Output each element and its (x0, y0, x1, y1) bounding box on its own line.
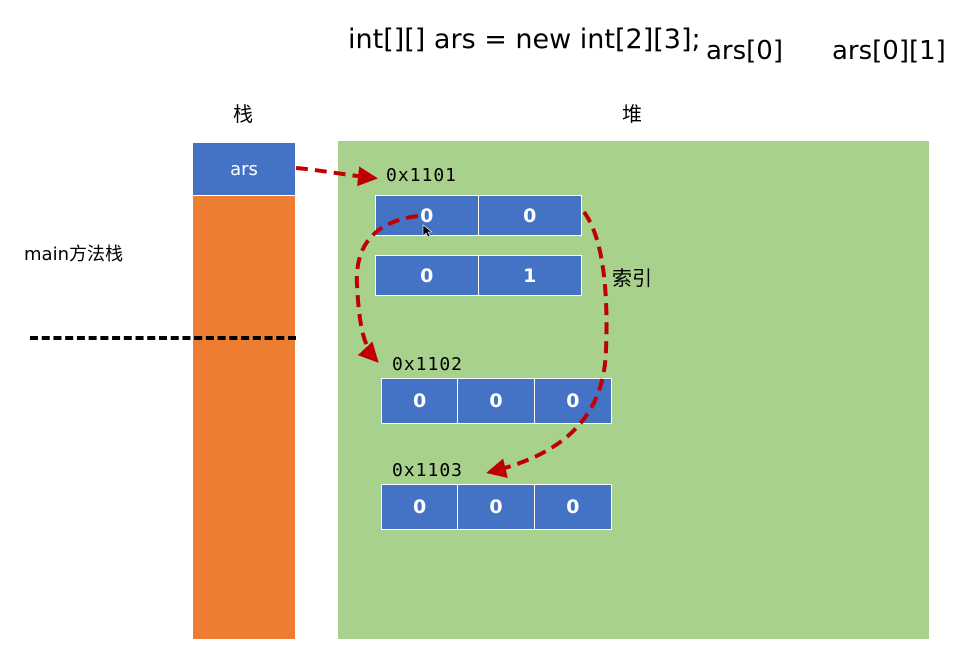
inner-array-1-address: 0x1102 (392, 354, 464, 375)
stack-frame-divider (30, 336, 296, 340)
code-line: int[][] ars = new int[2][3]; (348, 24, 701, 55)
outer-row1-cell0: 0 (376, 256, 479, 295)
main-stack-label: main方法栈 (24, 244, 123, 265)
arrow-row1-to-inner2 (486, 210, 609, 478)
outer-array-row-0: 0 0 (375, 195, 582, 236)
inner2-cell1: 0 (458, 485, 535, 529)
inner1-cell0: 0 (382, 379, 459, 423)
stack-label: 栈 (233, 102, 253, 126)
outer-row0-cell1: 0 (478, 196, 581, 235)
arrow-row0-to-inner1 (354, 214, 419, 363)
inner-array-1: 0 0 0 (381, 378, 612, 424)
inner1-cell1: 0 (458, 379, 535, 423)
outer-row1-cell1: 1 (478, 256, 581, 295)
index-label: 索引 (612, 266, 652, 290)
inner2-cell2: 0 (534, 485, 611, 529)
annotation-row: ars[0] (706, 36, 783, 66)
annotation-cell: ars[0][1] (832, 36, 946, 66)
stack-column (193, 196, 295, 639)
outer-array-row-1: 0 1 (375, 255, 582, 296)
mouse-cursor-icon (422, 224, 433, 238)
inner1-cell2: 0 (534, 379, 611, 423)
stack-var-ars: ars (193, 143, 295, 195)
inner-array-2-address: 0x1103 (392, 460, 464, 481)
heap-label: 堆 (622, 102, 642, 126)
arrow-ars-to-outer (295, 166, 378, 187)
inner2-cell0: 0 (382, 485, 459, 529)
outer-array-address: 0x1101 (386, 165, 458, 186)
inner-array-2: 0 0 0 (381, 484, 612, 530)
